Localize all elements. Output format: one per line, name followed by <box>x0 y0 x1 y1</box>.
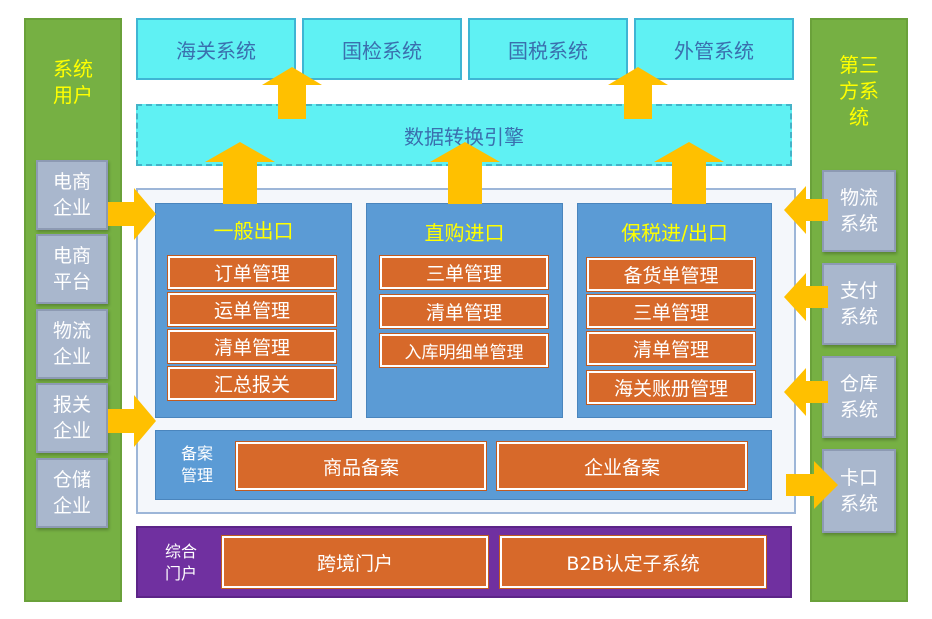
direct-import-list-mgmt[interactable]: 清单管理 <box>380 295 548 328</box>
left-arrow-warehouse-to-bonded <box>784 368 828 416</box>
general-export-panel: 一般出口 订单管理 运单管理 清单管理 汇总报关 <box>155 203 352 418</box>
inspection-system[interactable]: 国检系统 <box>302 18 462 80</box>
up-arrow-export-to-engine <box>205 142 275 204</box>
user-ecommerce-enterprise[interactable]: 电商 企业 <box>36 160 108 230</box>
forex-system[interactable]: 外管系统 <box>634 18 794 80</box>
general-export-waybill-mgmt[interactable]: 运单管理 <box>168 293 336 326</box>
bonded-customs-ledger-mgmt[interactable]: 海关账册管理 <box>587 371 755 404</box>
direct-import-title: 直购进口 <box>424 220 505 245</box>
third-party-systems-column: 第三 方系 统 物流 系统 支付 系统 仓库 系统 卡口 系统 <box>810 18 908 602</box>
integrated-portal-label: 综合 门户 <box>164 542 197 583</box>
left-arrow-logistics-to-bonded <box>784 186 828 234</box>
bonded-stock-order-mgmt[interactable]: 备货单管理 <box>587 258 755 291</box>
up-arrow-import-to-engine <box>430 142 500 204</box>
system-users-column: 系统 用户 电商 企业 电商 平台 物流 企业 报关 企业 仓储 企业 <box>24 18 122 602</box>
up-arrow-engine-to-forex <box>608 67 668 119</box>
system-users-title: 系统 用户 <box>53 57 93 107</box>
tax-system[interactable]: 国税系统 <box>468 18 628 80</box>
customs-system[interactable]: 海关系统 <box>136 18 296 80</box>
cross-border-portal[interactable]: 跨境门户 <box>222 536 488 588</box>
third-party-payment-system[interactable]: 支付 系统 <box>822 263 896 345</box>
left-arrow-payment-to-bonded <box>784 273 828 321</box>
filing-management-panel: 备案 管理 商品备案 企业备案 <box>155 430 772 500</box>
third-party-title: 第三 方系 统 <box>839 53 879 129</box>
integrated-portal-panel: 综合 门户 跨境门户 B2B认定子系统 <box>136 526 792 598</box>
right-arrow-users-to-export <box>108 188 156 240</box>
general-export-summary-declaration[interactable]: 汇总报关 <box>168 367 336 400</box>
user-ecommerce-platform[interactable]: 电商 平台 <box>36 234 108 304</box>
third-party-logistics-system[interactable]: 物流 系统 <box>822 170 896 252</box>
enterprise-filing[interactable]: 企业备案 <box>497 442 747 490</box>
direct-import-inbound-detail-mgmt[interactable]: 入库明细单管理 <box>380 334 548 367</box>
bonded-three-docs-mgmt[interactable]: 三单管理 <box>587 295 755 328</box>
right-arrow-to-gate-system <box>786 461 838 509</box>
user-customs-broker[interactable]: 报关 企业 <box>36 383 108 453</box>
up-arrow-engine-to-customs <box>262 67 322 119</box>
b2b-certification-subsystem[interactable]: B2B认定子系统 <box>500 536 766 588</box>
user-warehouse-enterprise[interactable]: 仓储 企业 <box>36 458 108 528</box>
right-arrow-users-to-filing <box>108 395 156 447</box>
bonded-title: 保税进/出口 <box>621 220 728 245</box>
bonded-list-mgmt[interactable]: 清单管理 <box>587 332 755 365</box>
bonded-import-export-panel: 保税进/出口 备货单管理 三单管理 清单管理 海关账册管理 <box>577 203 772 418</box>
third-party-gate-system[interactable]: 卡口 系统 <box>822 449 896 533</box>
direct-import-panel: 直购进口 三单管理 清单管理 入库明细单管理 <box>366 203 563 418</box>
up-arrow-bonded-to-engine <box>654 142 724 204</box>
third-party-warehouse-system[interactable]: 仓库 系统 <box>822 356 896 438</box>
general-export-order-mgmt[interactable]: 订单管理 <box>168 256 336 289</box>
product-filing[interactable]: 商品备案 <box>236 442 486 490</box>
filing-management-label: 备案 管理 <box>180 444 213 485</box>
general-export-title: 一般出口 <box>213 218 294 243</box>
user-logistics-enterprise[interactable]: 物流 企业 <box>36 309 108 379</box>
general-export-list-mgmt[interactable]: 清单管理 <box>168 330 336 363</box>
direct-import-three-docs-mgmt[interactable]: 三单管理 <box>380 256 548 289</box>
